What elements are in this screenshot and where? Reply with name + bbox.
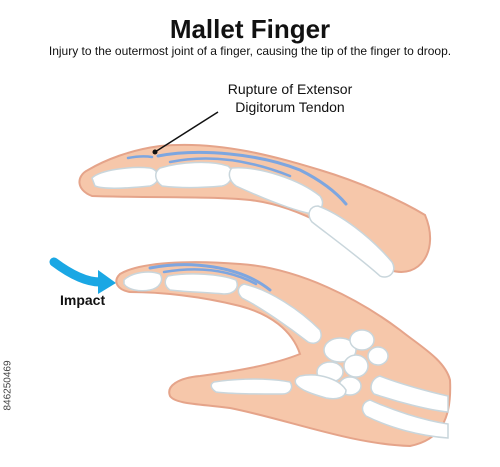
thumb-metacarpal <box>294 374 347 400</box>
top-tendon-stub <box>126 155 154 160</box>
bottom-proximal-phalanx <box>237 283 322 344</box>
page-title: Mallet Finger <box>169 14 331 44</box>
bottom-extensor-tendon <box>148 263 272 292</box>
bottom-extensor-tendon-2 <box>162 268 258 286</box>
radius-bone <box>370 375 449 413</box>
impact-label: Impact <box>60 292 106 308</box>
impact-arrow-icon <box>49 257 116 294</box>
bottom-hand-illustration <box>115 261 452 448</box>
tendon-callout-label: Rupture of Extensor Digitorum Tendon <box>205 80 375 116</box>
ulna-bone <box>361 399 449 439</box>
top-metacarpal <box>308 205 395 278</box>
thumb-phalanx <box>210 378 293 395</box>
callout-line-1: Rupture of Extensor <box>227 81 353 97</box>
callout-line-2: Digitorum Tendon <box>235 99 345 115</box>
bottom-middle-phalanx <box>164 273 238 295</box>
top-finger-illustration <box>78 111 431 278</box>
top-middle-phalanx <box>155 161 233 189</box>
bottom-hand-skin <box>115 261 452 448</box>
top-extensor-tendon <box>156 150 348 206</box>
page-subtitle: Injury to the outermost joint of a finge… <box>48 44 452 58</box>
bottom-distal-phalanx <box>123 271 163 292</box>
top-extensor-tendon-2 <box>168 157 292 178</box>
callout-leader-line <box>154 111 219 153</box>
